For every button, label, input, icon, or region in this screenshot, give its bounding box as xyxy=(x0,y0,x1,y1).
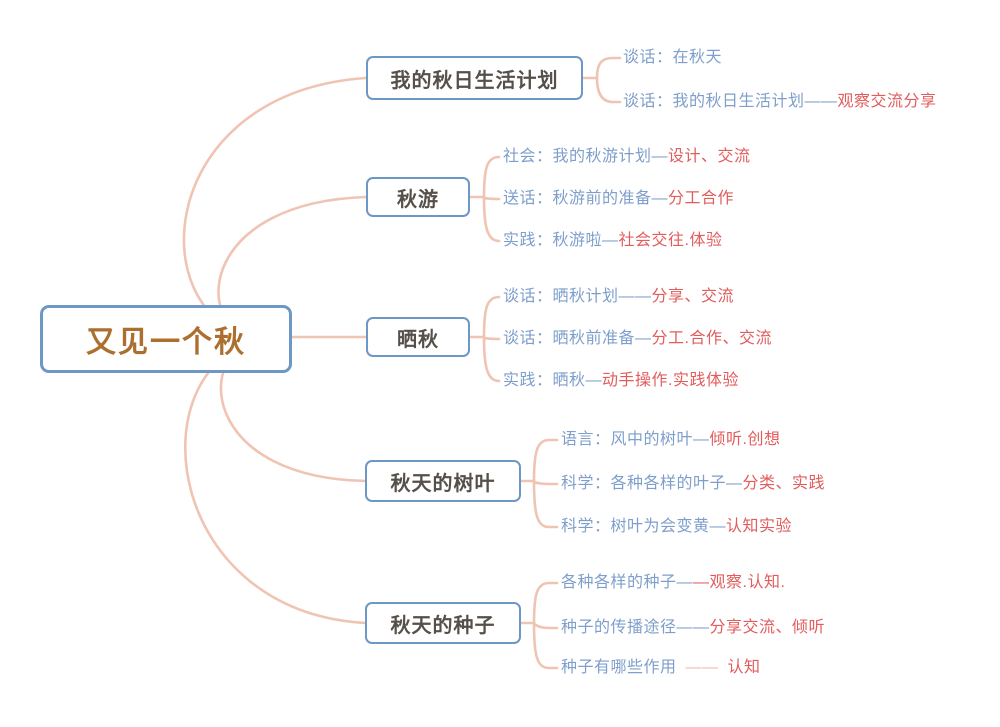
branch-label: 晒秋 xyxy=(397,328,439,351)
leaf-text-blue: 送话：秋游前的准备— xyxy=(503,190,669,207)
leaf-text-blue: 实践：秋游啦— xyxy=(503,232,619,249)
leaf-text-blue: 谈话：晒秋计划—— xyxy=(503,288,652,305)
leaf-text-red: 认知 xyxy=(727,659,761,676)
leaf-text-blue: 种子有哪些作用 xyxy=(561,659,677,676)
leaf-text-red: 分享交流、倾听 xyxy=(709,619,826,636)
leaf-dash: —— xyxy=(685,659,719,676)
root-node[interactable]: 又见一个秋 xyxy=(40,305,292,373)
leaf-text-red: 设计、交流 xyxy=(668,148,751,165)
branch-node-autumn-seeds[interactable]: 秋天的种子 xyxy=(365,602,521,644)
root-node-label: 又见一个秋 xyxy=(86,326,246,359)
leaf-text-blue: 谈话：在秋天 xyxy=(623,49,723,66)
leaf-item[interactable]: 实践：秋游啦—社会交往.体验 xyxy=(503,230,722,252)
leaf-text-blue: 种子的传播途径—— xyxy=(561,619,710,636)
leaf-item[interactable]: 种子有哪些作用 —— 认知 xyxy=(561,657,761,679)
branch-label: 秋天的种子 xyxy=(390,614,496,637)
leaf-text-red: 观察交流分享 xyxy=(837,93,937,110)
leaf-item[interactable]: 社会：我的秋游计划—设计、交流 xyxy=(503,146,751,168)
leaf-item[interactable]: 语言：风中的树叶—倾听.创想 xyxy=(561,429,780,451)
branch-node-autumn-outing[interactable]: 秋游 xyxy=(366,177,470,217)
leaf-item[interactable]: 谈话：晒秋前准备—分工.合作、交流 xyxy=(503,328,772,350)
leaf-text-blue: 各种各样的种子— xyxy=(561,574,694,591)
leaf-text-red: 分类、实践 xyxy=(742,475,826,492)
leaf-text-blue: 语言：风中的树叶— xyxy=(561,431,710,448)
leaf-item[interactable]: 种子的传播途径——分享交流、倾听 xyxy=(561,617,825,639)
leaf-item[interactable]: 谈话：在秋天 xyxy=(623,47,722,69)
leaf-text-blue: 社会：我的秋游计划— xyxy=(503,148,669,165)
leaf-text-red: 动手操作.实践体验 xyxy=(602,372,739,389)
branch-node-autumn-leaves[interactable]: 秋天的树叶 xyxy=(365,460,521,502)
branch-node-autumn-drying[interactable]: 晒秋 xyxy=(366,317,470,357)
branch-label: 秋天的树叶 xyxy=(390,472,496,495)
leaf-text-blue: 科学：各种各样的叶子— xyxy=(561,475,743,492)
leaf-text-red: 分享、交流 xyxy=(651,288,735,305)
leaf-item[interactable]: 各种各样的种子——观察.认知. xyxy=(561,572,785,594)
branch-label: 我的秋日生活计划 xyxy=(390,69,559,92)
leaf-item[interactable]: 谈话：我的秋日生活计划——观察交流分享 xyxy=(623,91,937,113)
branch-label: 秋游 xyxy=(397,188,439,211)
leaf-text-blue: 谈话：晒秋前准备— xyxy=(503,330,652,347)
leaf-text-red: 社会交往.体验 xyxy=(618,232,723,249)
leaf-text-red: —观察.认知. xyxy=(693,574,786,591)
leaf-item[interactable]: 科学：树叶为会变黄—认知实验 xyxy=(561,516,792,538)
leaf-text-red: 分工合作 xyxy=(668,190,735,207)
leaf-item[interactable]: 实践：晒秋—动手操作.实践体验 xyxy=(503,370,739,392)
leaf-text-red: 倾听.创想 xyxy=(709,431,781,448)
leaf-text-blue: 实践：晒秋— xyxy=(503,372,603,389)
leaf-text-blue: 科学：树叶为会变黄— xyxy=(561,518,727,535)
leaf-item[interactable]: 送话：秋游前的准备—分工合作 xyxy=(503,188,734,210)
leaf-text-red: 分工.合作、交流 xyxy=(651,330,772,347)
leaf-text-blue: 谈话：我的秋日生活计划—— xyxy=(623,93,838,110)
leaf-text-red: 认知实验 xyxy=(726,518,793,535)
leaf-item[interactable]: 科学：各种各样的叶子—分类、实践 xyxy=(561,473,825,495)
leaf-item[interactable]: 谈话：晒秋计划——分享、交流 xyxy=(503,286,734,308)
branch-node-autumn-life-plan[interactable]: 我的秋日生活计划 xyxy=(366,56,583,100)
